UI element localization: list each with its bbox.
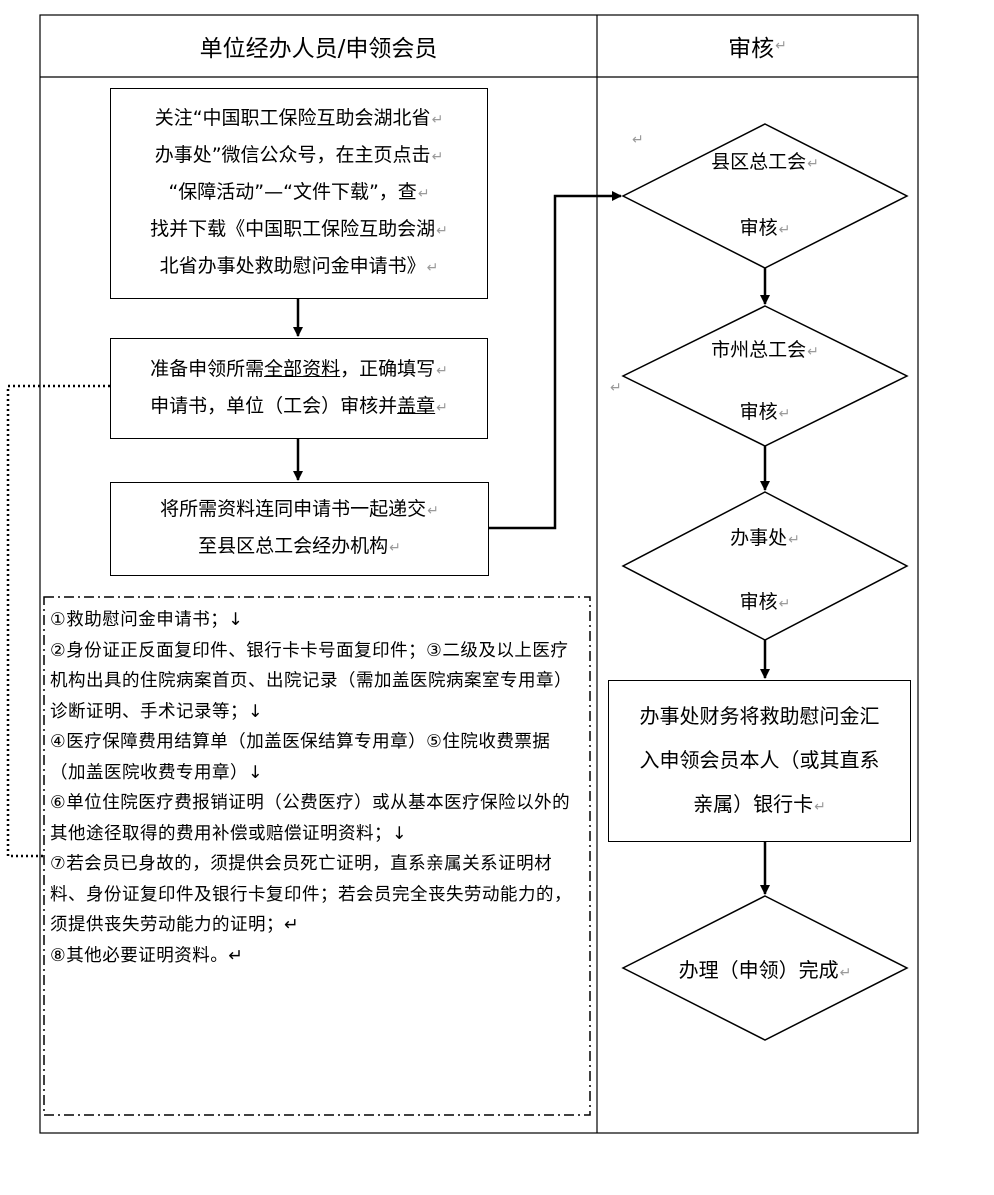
paragraph-mark: ↵ (431, 149, 444, 165)
paragraph-mark: ↵ (788, 532, 800, 548)
header-applicant: 单位经办人员/申领会员 (40, 15, 597, 77)
paragraph-mark: ↵ (436, 223, 448, 239)
paragraph-mark: ↵ (436, 399, 448, 416)
header-review-text: 审核 (728, 36, 775, 62)
paragraph-mark: ↵ (839, 964, 852, 981)
arrow-step3-to-county (489, 191, 622, 530)
city-line2: 审核 (739, 401, 778, 423)
paragraph-mark: ↵ (427, 503, 439, 519)
table-frame (39, 14, 919, 1134)
requirement-item: ④医疗保障费用结算单（加盖医保结算专用章）⑤住院收费票据（加盖医院收费专用章）↓ (50, 732, 551, 783)
step-prepare-materials: 准备申领所需全部资料，正确填写↵ 申请书，单位（工会）审核并盖章↵ (110, 338, 488, 439)
diamond-county-label: 县区总工会↵ 审核↵ (660, 140, 870, 252)
city-line1: 市州总工会 (711, 339, 807, 361)
paragraph-mark: ↵ (807, 344, 819, 360)
paragraph-mark: ↵ (431, 112, 444, 128)
office-line2: 审核 (739, 591, 778, 613)
paragraph-mark: ↵ (389, 540, 401, 556)
step3-line1: 将所需资料连同申请书一起递交 (160, 498, 427, 520)
requirement-item: ⑥单位住院医疗费报销证明（公费医疗）或从基本医疗保险以外的其他途径取得的费用补偿… (50, 793, 571, 844)
step2-line2-pre: 申请书，单位（工会）审核并 (150, 394, 398, 417)
finance-line1: 办事处财务将救助慰问金汇 (639, 703, 880, 728)
step1-line4: 找并下载《中国职工保险互助会湖 (150, 218, 436, 240)
step2-line1-post: ，正确填写 (340, 357, 436, 380)
finance-line3: 亲属）银行卡 (693, 791, 814, 816)
county-line2: 审核 (739, 217, 778, 239)
step2-line2-underlined: 盖章 (397, 394, 436, 417)
paragraph-mark: ↵ (778, 596, 791, 612)
step-submit-materials: 将所需资料连同申请书一起递交↵ 至县区总工会经办机构↵ (110, 482, 489, 576)
paragraph-mark: ↵ (436, 362, 448, 379)
step1-line2: 办事处”微信公众号，在主页点击 (154, 144, 431, 166)
requirement-item: ⑦若会员已身故的，须提供会员死亡证明，直系亲属关系证明材料、身份证复印件及银行卡… (50, 854, 572, 935)
step1-line5: 北省办事处救助慰问金申请书》 (159, 255, 426, 277)
stray-paragraph-mark: ↵ (610, 380, 622, 396)
paragraph-mark: ↵ (426, 260, 439, 276)
requirements-border (43, 596, 591, 1116)
stray-paragraph-mark: ↵ (632, 132, 644, 148)
step-download-form: 关注“中国职工保险互助会湖北省↵ 办事处”微信公众号，在主页点击↵ “保障活动”… (110, 88, 488, 299)
step1-line3: “保障活动”—“文件下载”，查 (168, 181, 417, 203)
step2-line1-underlined: 全部资料 (264, 357, 341, 380)
step1-line1: 关注“中国职工保险互助会湖北省 (154, 107, 431, 129)
paragraph-mark: ↵ (807, 156, 819, 172)
county-line1: 县区总工会 (711, 151, 807, 173)
office-line1: 办事处 (730, 527, 788, 549)
requirement-item: ②身份证正反面复印件、银行卡卡号面复印件；③二级及以上医疗机构出具的住院病案首页… (50, 640, 572, 722)
header-applicant-text: 单位经办人员/申领会员 (199, 36, 438, 62)
step2-line1-pre: 准备申领所需 (150, 357, 265, 380)
paragraph-mark: ↵ (778, 406, 791, 422)
step3-line2: 至县区总工会经办机构 (198, 535, 389, 557)
requirement-item: ⑧其他必要证明资料。↵ (50, 945, 244, 966)
finance-line2: 入申领会员本人（或其直系 (639, 747, 880, 772)
header-review: 审核↵ (597, 15, 918, 77)
paragraph-mark: ↵ (417, 186, 430, 202)
diamond-office-label: 办事处↵ 审核↵ (660, 510, 870, 632)
diamond-city-label: 市州总工会↵ 审核↵ (660, 326, 870, 438)
paragraph-mark: ↵ (778, 222, 791, 238)
diamond-done-label: 办理（申领）完成↵ (650, 940, 880, 996)
paragraph-mark: ↵ (775, 38, 787, 54)
done-line1: 办理（申领）完成 (678, 957, 839, 982)
required-materials-list: ①救助慰问金申请书；↓ ②身份证正反面复印件、银行卡卡号面复印件；③二级及以上医… (44, 597, 590, 1115)
step-finance-transfer: 办事处财务将救助慰问金汇 入申领会员本人（或其直系 亲属）银行卡↵ (608, 680, 911, 842)
paragraph-mark: ↵ (814, 798, 826, 815)
dotted-link-materials (6, 384, 110, 858)
requirement-item: ①救助慰问金申请书；↓ (50, 610, 244, 630)
diamond-done (621, 895, 909, 1041)
